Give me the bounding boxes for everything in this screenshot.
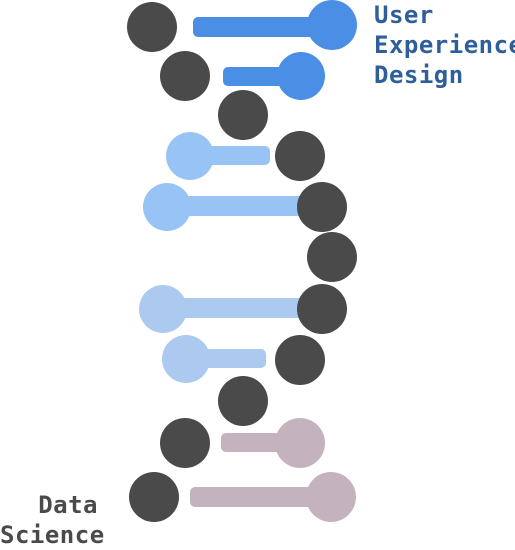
user-experience-design-label: User Experience Design <box>374 0 515 90</box>
helix-rung-node <box>166 132 214 180</box>
helix-rung-node <box>307 0 357 50</box>
helix-backbone-node <box>218 376 268 426</box>
label-line-experience: Experience <box>374 31 515 59</box>
helix-rung-node <box>277 52 325 100</box>
helix-rung-node <box>139 285 187 333</box>
label-line-data: Data <box>38 491 98 519</box>
helix-rung-bar <box>190 487 330 507</box>
label-line-user: User <box>374 1 434 29</box>
helix-backbone-node <box>218 90 268 140</box>
helix-backbone-node <box>307 232 357 282</box>
helix-backbone-node <box>160 418 210 468</box>
helix-backbone-node <box>275 131 325 181</box>
helix-rung-bar <box>168 196 308 216</box>
label-line-design: Design <box>374 61 464 89</box>
helix-rung-node <box>162 335 210 383</box>
helix-rung-node <box>275 418 325 468</box>
helix-backbone-node <box>160 51 210 101</box>
helix-rung-bar <box>164 298 304 318</box>
helix-backbone-node <box>297 284 347 334</box>
helix-backbone-node <box>127 2 177 52</box>
helix-backbone-node <box>129 472 179 522</box>
data-science-label: Data Science <box>0 490 105 550</box>
helix-rung-bar <box>193 17 323 37</box>
label-line-science: Science <box>0 521 105 549</box>
helix-backbone-node <box>297 182 347 232</box>
helix-rung-node <box>306 472 356 522</box>
helix-backbone-node <box>275 335 325 385</box>
helix-rung-node <box>143 183 191 231</box>
